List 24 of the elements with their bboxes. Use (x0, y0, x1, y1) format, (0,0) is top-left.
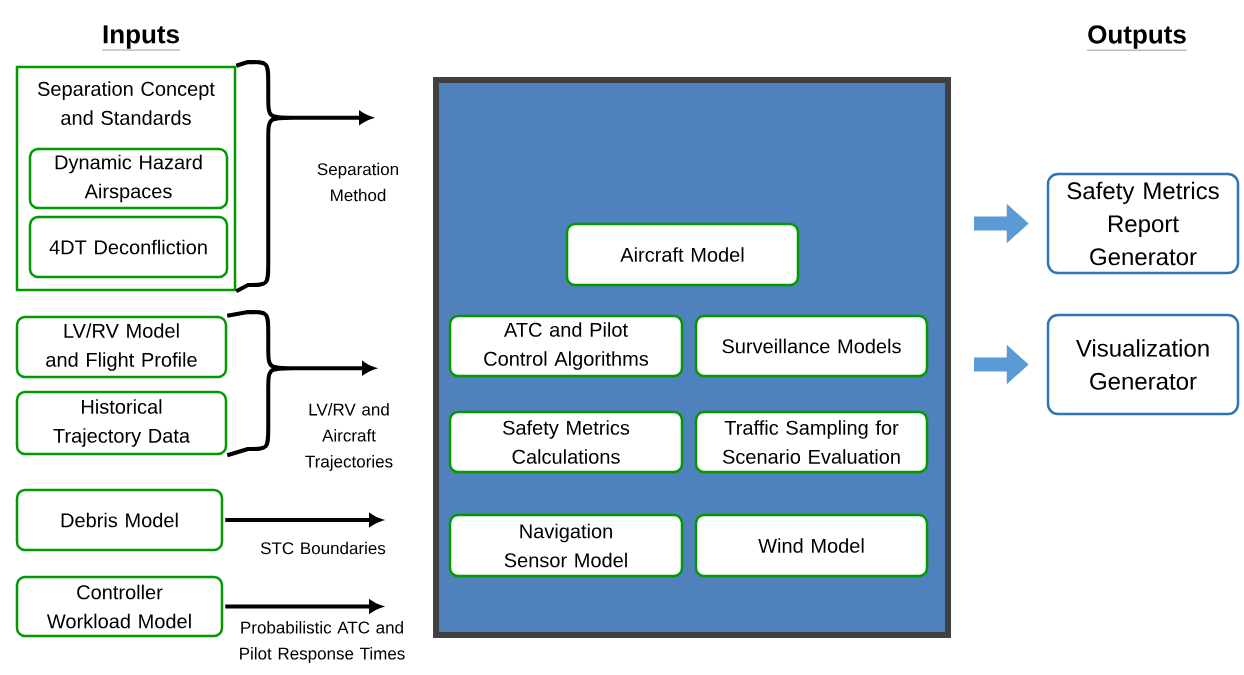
model-box: Surveillance Models (694, 314, 929, 378)
model-box: Navigation Sensor Model (448, 513, 684, 578)
brace-arrow (234, 60, 372, 294)
model-box: Wind Model (694, 513, 929, 578)
heading: Outputs (1087, 25, 1188, 51)
model-box: ATC and Pilot Control Algorithms (448, 314, 684, 378)
edge-label: STC Boundaries (260, 541, 386, 555)
model-box: Traffic Sampling for Scenario Evaluation (694, 410, 929, 474)
edge-label: Separation Method (317, 162, 398, 202)
input-box: Controller Workload Model (15, 575, 224, 638)
edge-label: Probabilistic ATC and Pilot Response Times (240, 621, 405, 663)
input-box: Historical Trajectory Data (15, 390, 228, 456)
brace-arrow (225, 310, 375, 458)
output-box: Visualization Generator (1046, 313, 1240, 416)
model-box: Aircraft Model (565, 222, 800, 287)
output-box: Safety Metrics Report Generator (1046, 172, 1240, 275)
input-box: Debris Model (15, 488, 224, 552)
input-box: LV/RV Model and Flight Profile (15, 315, 228, 379)
model-box: Safety Metrics Calculations (448, 410, 684, 474)
arrow (225, 513, 382, 527)
edge-label: LV/RV and Aircraft Trajectories (305, 403, 393, 471)
heading: Inputs (101, 25, 181, 51)
input-box: 4DT Deconfliction (28, 215, 229, 279)
input-box: Dynamic Hazard Airspaces (28, 147, 229, 210)
